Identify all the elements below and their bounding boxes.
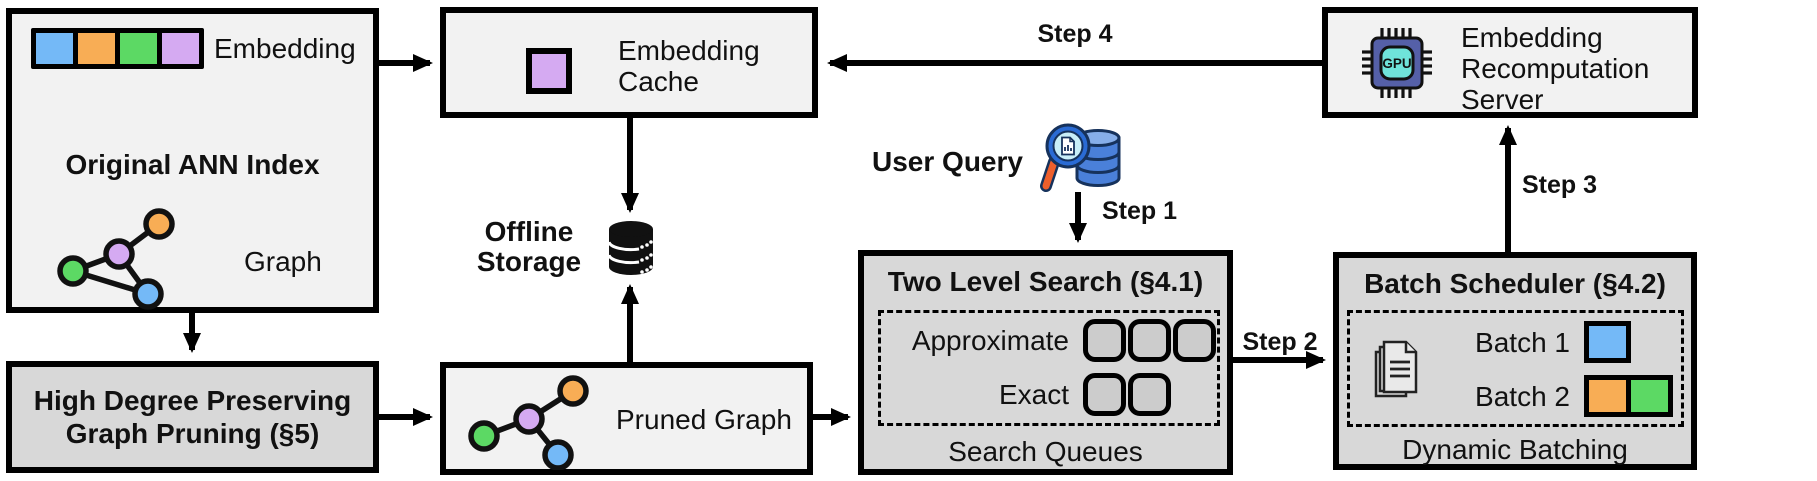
dynamic-batching-caption: Dynamic Batching (1402, 434, 1628, 465)
batch-scheduler-box: Batch Scheduler (§4.2) Batch 1 Ba (1333, 252, 1697, 470)
batch1-cell-blue (1589, 326, 1626, 358)
batch2-cell-green (1631, 380, 1668, 412)
queue-slot (1128, 319, 1171, 362)
batch-scheduler-title: Batch Scheduler (§4.2) (1364, 268, 1666, 299)
embedding-cache-label: Embedding Cache (618, 35, 760, 97)
approximate-label: Approximate (911, 325, 1069, 356)
graph-pruning-label: High Degree Preserving Graph Pruning (§5… (33, 385, 352, 449)
recomputation-server-label: Embedding Recomputation Server (1461, 22, 1650, 115)
graph-label: Graph (244, 246, 322, 277)
cached-embedding-icon (526, 48, 572, 94)
embedding-cell-orange (78, 33, 115, 64)
embedding-vector-icon (31, 28, 204, 69)
exact-queue-row: Exact (881, 373, 1217, 416)
original-ann-index-box: Embedding Original ANN Index Graph (6, 8, 379, 313)
graph-pruning-box: High Degree Preserving Graph Pruning (§5… (6, 361, 379, 473)
embedding-cell-blue (36, 33, 73, 64)
query-search-icon (1040, 123, 1121, 192)
queue-slot (1173, 319, 1216, 362)
batch2-squares (1584, 375, 1673, 417)
step4-label: Step 4 (1037, 20, 1113, 48)
documents-icon (1374, 340, 1418, 398)
embedding-label: Embedding (214, 33, 356, 64)
two-level-search-box: Two Level Search (§4.1) Approximate Exac… (858, 250, 1233, 475)
pruned-graph-label: Pruned Graph (616, 404, 792, 435)
gpu-chip-icon: GPU (1362, 28, 1432, 98)
dynamic-batching-panel: Batch 1 Batch 2 (1347, 310, 1684, 427)
gpu-chip-label: GPU (1382, 56, 1411, 71)
batch2-cell-orange (1589, 380, 1626, 412)
batch1-label: Batch 1 (1475, 327, 1570, 358)
exact-label: Exact (998, 379, 1069, 410)
database-icon (607, 221, 653, 275)
user-query-label: User Query (872, 146, 1023, 177)
pruned-graph-box: Pruned Graph (440, 362, 813, 475)
original-graph-icon (57, 208, 175, 310)
two-level-search-title: Two Level Search (§4.1) (887, 266, 1204, 297)
step2-label: Step 2 (1242, 328, 1318, 356)
search-queues-panel: Approximate Exact (878, 310, 1220, 426)
pruned-graph-icon (468, 375, 589, 470)
offline-storage-label: Offline Storage (476, 216, 582, 277)
queue-slot (1083, 373, 1126, 416)
step3-label: Step 3 (1522, 171, 1598, 199)
approximate-queue-row: Approximate (881, 319, 1217, 362)
step1-label: Step 1 (1102, 197, 1178, 225)
embedding-cell-green (120, 33, 157, 64)
queue-slot (1083, 319, 1126, 362)
embedding-cell-purple (162, 33, 199, 64)
batch1-squares (1584, 321, 1631, 363)
queue-slot (1128, 373, 1171, 416)
batch2-divider (1626, 380, 1631, 412)
original-ann-index-title: Original ANN Index (65, 149, 320, 180)
batch2-label: Batch 2 (1475, 381, 1570, 412)
search-queues-caption: Search Queues (948, 436, 1143, 467)
recomputation-server-box: GPU Embedding Recomputation Server (1322, 7, 1698, 118)
embedding-cache-box: Embedding Cache (440, 7, 818, 118)
